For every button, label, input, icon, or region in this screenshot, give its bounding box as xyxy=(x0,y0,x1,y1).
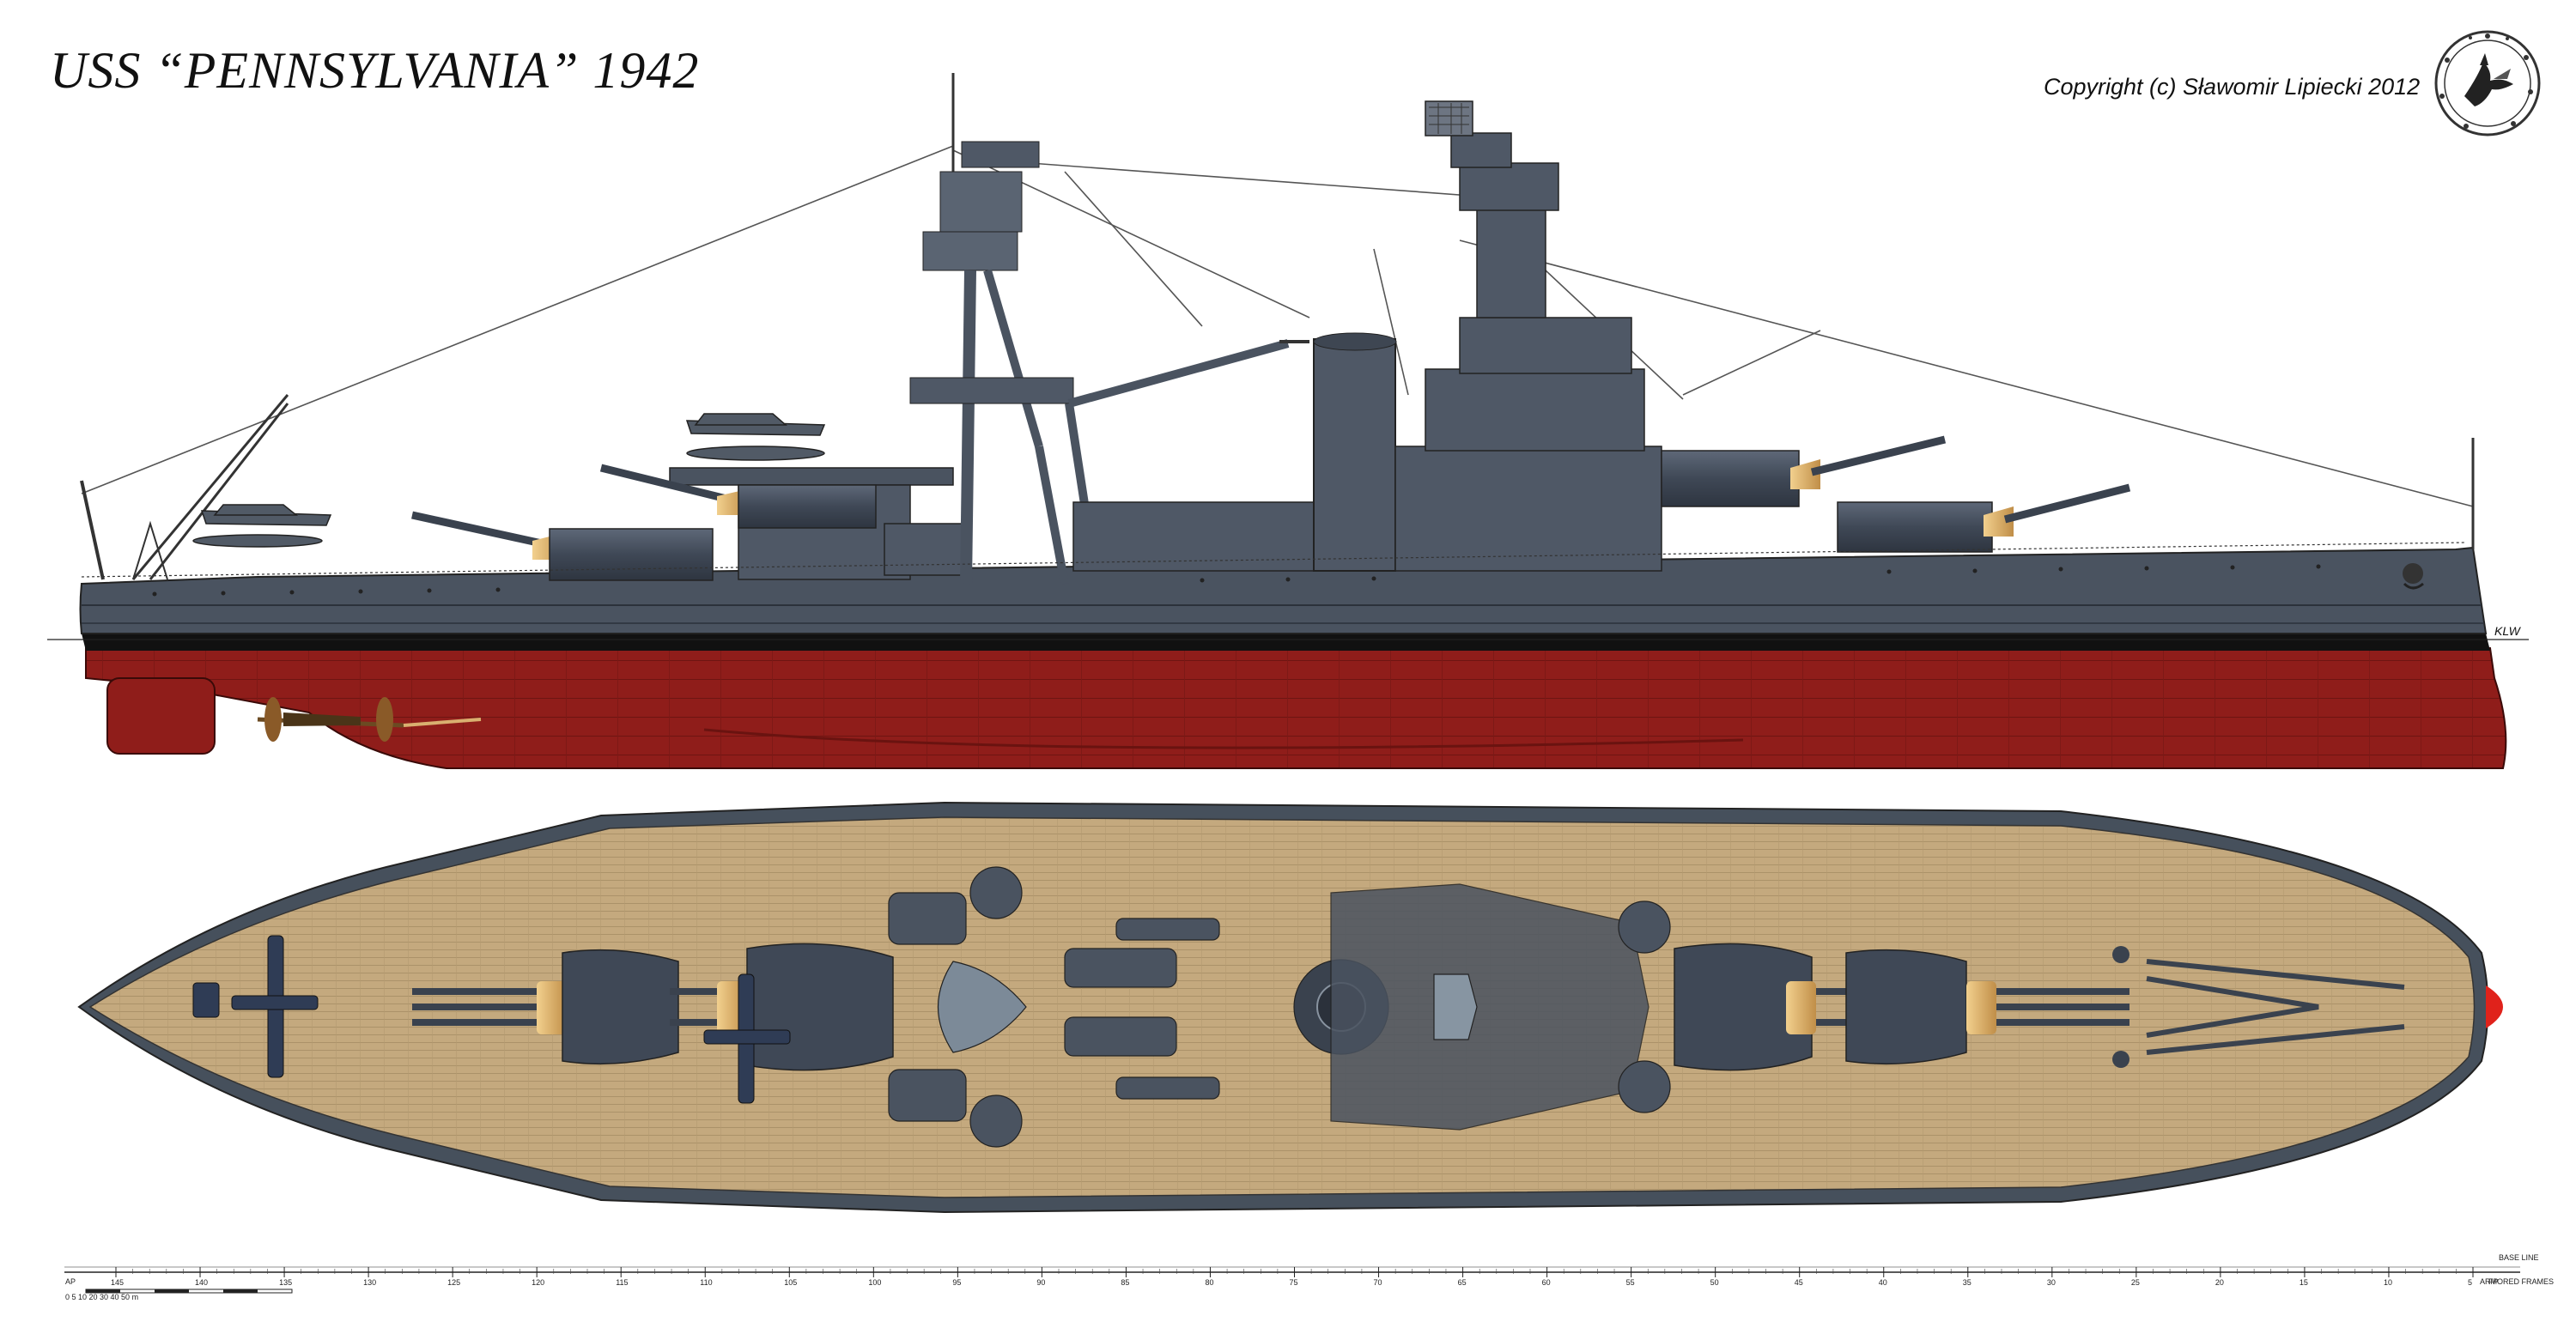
floatplane-icon xyxy=(685,413,826,461)
scale-armored-frames-label: ARMORED FRAMES xyxy=(2480,1277,2554,1286)
turret-plan-4 xyxy=(412,949,679,1065)
scale-frame-label: 45 xyxy=(1795,1278,1803,1287)
main-mast xyxy=(909,73,1074,585)
scale-frame-label: 120 xyxy=(532,1278,544,1287)
hull-gray xyxy=(79,546,2488,634)
bow-tip xyxy=(2486,985,2503,1028)
scale-frame-label: 25 xyxy=(2131,1278,2140,1287)
scale-frame-label: 140 xyxy=(195,1278,208,1287)
scale-frame-label: 90 xyxy=(1036,1278,1045,1287)
radar-antenna xyxy=(1429,103,1469,134)
portholes xyxy=(152,564,2321,597)
drawing-title: USS “PENNSYLVANIA” 1942 xyxy=(50,42,700,99)
anchor-chains xyxy=(2146,959,2405,1055)
scale-baseline-label: BASE LINE xyxy=(2499,1253,2539,1262)
scale-ap-label: AP xyxy=(65,1277,76,1286)
catapult-platform xyxy=(669,467,954,486)
scale-frame-label: 15 xyxy=(2300,1278,2308,1287)
boot-topping xyxy=(82,634,2490,651)
propellers xyxy=(257,697,482,742)
funnel xyxy=(1313,338,1396,572)
scale-frame-label: 115 xyxy=(616,1278,628,1287)
rigging-wires xyxy=(81,145,2474,507)
scale-frame-label: 5 xyxy=(2468,1278,2472,1287)
floatplane-icon xyxy=(192,504,332,548)
plan-superstructure xyxy=(888,866,1671,1148)
turret-profile-aft-1 xyxy=(411,511,714,581)
scale-frame-label: 60 xyxy=(1542,1278,1551,1287)
scale-frame-label: 20 xyxy=(2215,1278,2224,1287)
scale-frame-label: 70 xyxy=(1374,1278,1382,1287)
metric-scale-bar xyxy=(85,1289,293,1294)
rudder xyxy=(106,677,216,755)
scale-frame-label: 95 xyxy=(952,1278,961,1287)
profile-view: KLW xyxy=(47,73,2529,769)
scale-frame-label: 80 xyxy=(1205,1278,1213,1287)
scale-frame-label: 65 xyxy=(1458,1278,1467,1287)
scale-frame-label: 55 xyxy=(1626,1278,1635,1287)
scale-frame-label: 110 xyxy=(700,1278,712,1287)
scale-frame-label: 100 xyxy=(868,1278,881,1287)
scale-fp-label: FP xyxy=(2488,1277,2499,1286)
scale-frame-label: 50 xyxy=(1710,1278,1719,1287)
scale-frame-label: 40 xyxy=(1879,1278,1887,1287)
scale-frame-label: 75 xyxy=(1290,1278,1298,1287)
anchor-icon xyxy=(2403,563,2424,590)
plan-view xyxy=(77,801,2503,1214)
turret-profile-fwd-1 xyxy=(1837,483,2131,553)
floatplane-icon xyxy=(703,973,791,1104)
copyright-notice: Copyright (c) Sławomir Lipiecki 2012 xyxy=(2044,74,2421,100)
scale-frame-label: 105 xyxy=(784,1278,797,1287)
stern-crane xyxy=(80,394,289,580)
scale-frame-label: 130 xyxy=(363,1278,376,1287)
scale-frame-label: 30 xyxy=(2047,1278,2056,1287)
turret-profile-aft-2 xyxy=(599,464,877,529)
scale-frame-label: 125 xyxy=(447,1278,460,1287)
scale-frame-label: 85 xyxy=(1121,1278,1129,1287)
turret-profile-fwd-2 xyxy=(1661,435,1947,507)
scale-frame-label: 145 xyxy=(111,1278,124,1287)
floatplane-icon xyxy=(192,935,319,1078)
metric-scale-label: 0 5 10 20 30 40 50 m xyxy=(65,1293,138,1301)
hull-underwater-red xyxy=(85,647,2507,769)
forward-superstructure xyxy=(1394,100,1662,572)
turret-plan-1 xyxy=(1845,949,2129,1065)
scale-frame-label: 10 xyxy=(2384,1278,2392,1287)
scale-frame-label: 35 xyxy=(1963,1278,1971,1287)
plan-wooden-deck xyxy=(88,816,2476,1198)
scale-frame-label: 135 xyxy=(279,1278,292,1287)
artist-mark: KLW xyxy=(2494,624,2522,638)
author-seal-icon xyxy=(2434,30,2541,136)
boat-crane xyxy=(1065,339,1290,516)
turret-plan-2 xyxy=(1674,943,1855,1071)
